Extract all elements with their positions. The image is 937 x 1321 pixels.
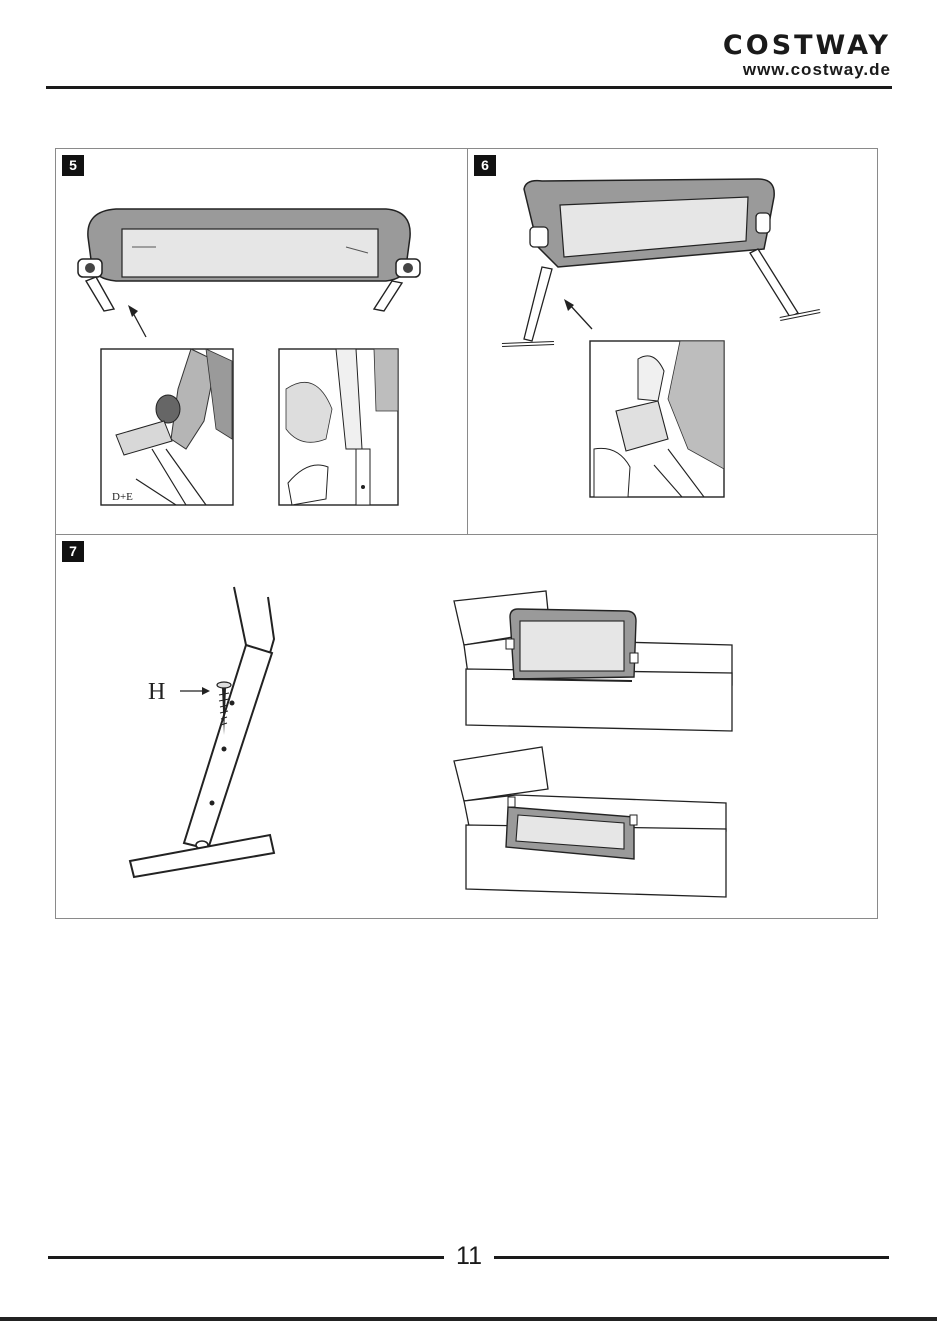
page-bottom-edge [0, 1317, 937, 1321]
step-5-illustration [56, 149, 469, 536]
part-label-h: H [148, 679, 165, 706]
footer-divider-right [494, 1256, 889, 1259]
part-label-d-e: D+E [112, 491, 133, 503]
brand-logo: COSTWAY www.costway.de [723, 32, 891, 80]
step-7-illustration [56, 535, 879, 920]
step-6-illustration [468, 149, 879, 536]
step-7-panel: 7 H [55, 534, 878, 919]
step-5-panel: 5 D+E [55, 148, 468, 535]
brand-name: COSTWAY [723, 32, 891, 60]
header-divider [46, 86, 892, 89]
footer-divider-left [48, 1256, 444, 1259]
page-number: 11 [444, 1241, 494, 1271]
brand-url: www.costway.de [723, 60, 891, 80]
step-6-panel: 6 [467, 148, 878, 535]
